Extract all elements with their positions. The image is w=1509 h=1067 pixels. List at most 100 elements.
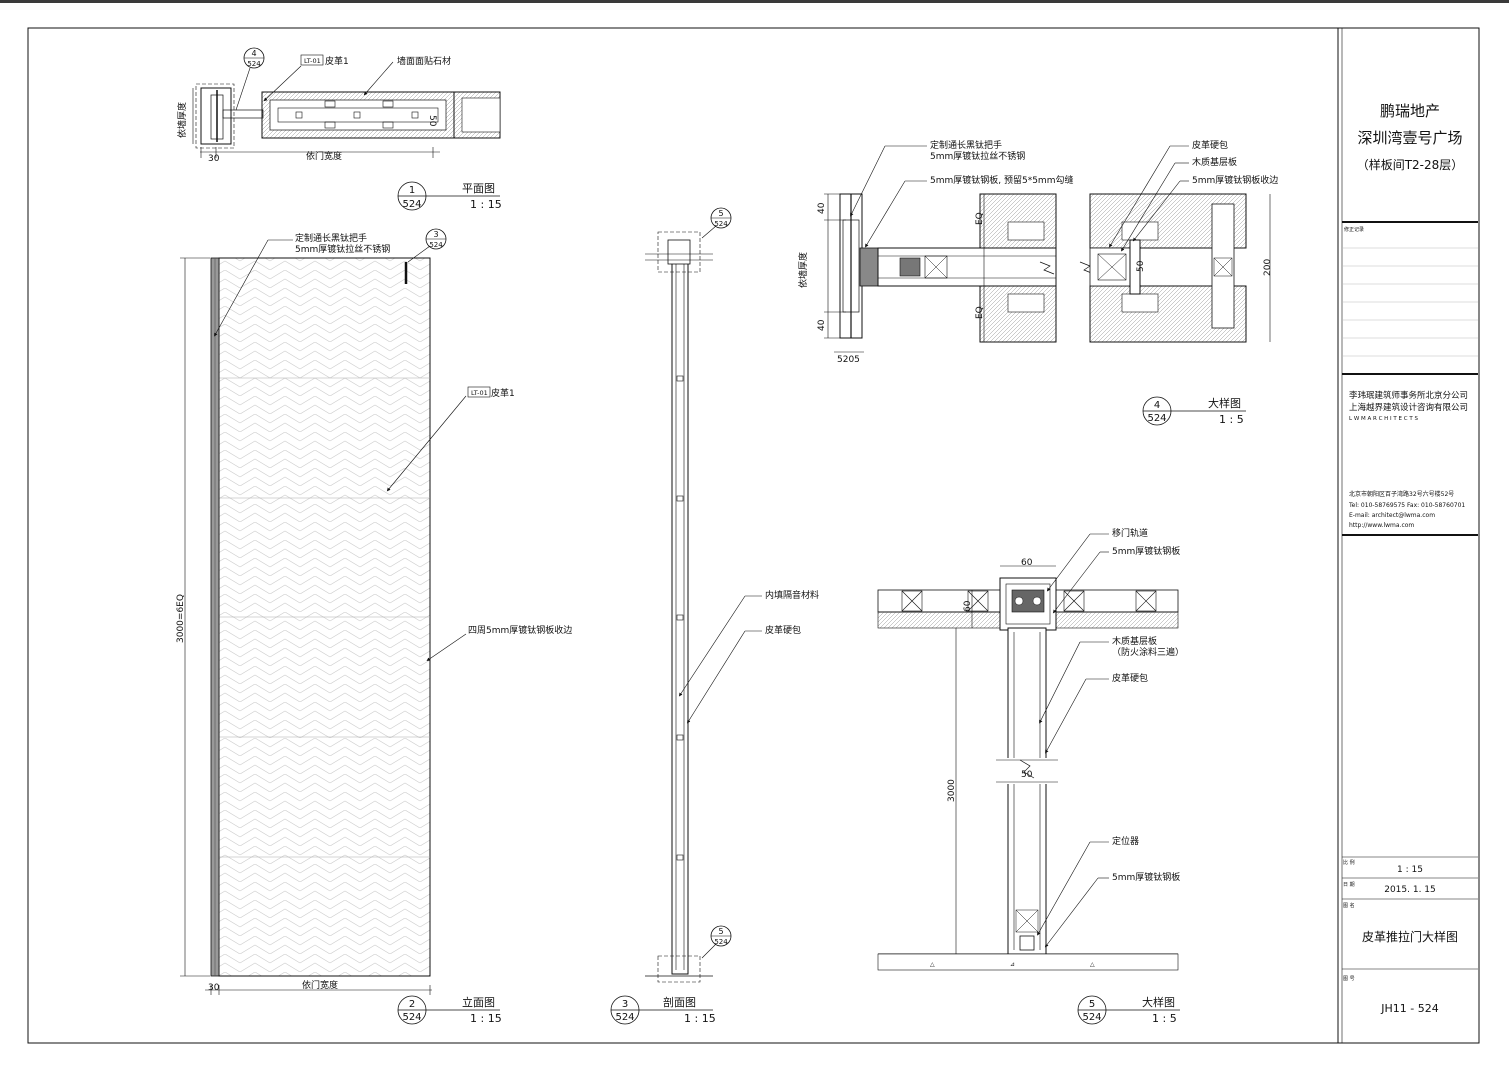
section-leather-label: 皮革硬包 xyxy=(765,624,801,636)
elevation-edge-label: 四周5mm厚镀钛钢板收边 xyxy=(468,624,572,636)
detail5-dim-3000: 3000 xyxy=(947,779,957,802)
section-insulation-label: 内填隔音材料 xyxy=(765,589,819,601)
title-block: 鹏瑞地产 深圳湾壹号广场 （样板间T2-28层） 修正记录 李玮珉建筑师事务所北… xyxy=(1342,102,1478,1015)
svg-text:4: 4 xyxy=(251,49,256,58)
detail5-fire-label: （防火涂料三遍） xyxy=(1112,646,1184,658)
elevation-leather-label: 皮革1 xyxy=(491,387,515,399)
callout-3-elevation: 3 524 xyxy=(407,228,447,263)
detail5-floor xyxy=(877,953,1179,971)
plan-stone-label: 墙面面贴石材 xyxy=(397,55,451,67)
detail4-leather-label: 皮革硬包 xyxy=(1192,139,1228,151)
plan-door-width: 依门宽度 xyxy=(306,150,342,162)
detail5-dim-60: 60 xyxy=(1021,558,1033,568)
detail5-wood-label: 木质基层板 xyxy=(1112,635,1157,647)
architect-web: http://www.lwma.com xyxy=(1349,522,1414,529)
drawing-name: 皮革推拉门大样图 xyxy=(1362,929,1458,944)
plan-dim-50: 50 xyxy=(427,115,437,127)
view-2-title: 立面图 xyxy=(462,995,495,1009)
scale-label: 比 例 xyxy=(1343,859,1355,866)
plan-dim-30: 30 xyxy=(208,154,220,164)
elevation-door-width: 依门宽度 xyxy=(302,979,338,991)
architect-line3: L W M A R C H I T E C T S xyxy=(1349,416,1418,422)
drawing-no-label: 图 号 xyxy=(1343,976,1355,982)
view-title-1: 1 524 平面图 1 : 15 xyxy=(397,181,502,211)
plan-handle xyxy=(200,87,232,145)
architect-line2: 上海越界建筑设计咨询有限公司 xyxy=(1349,402,1468,413)
plan-tag-text: LT-01 xyxy=(304,57,321,65)
detail4-edge-label: 5mm厚镀钛钢板收边 xyxy=(1192,174,1278,186)
detail5-dim-50: 50 xyxy=(1021,770,1033,780)
svg-text:5: 5 xyxy=(718,209,723,218)
detail4-plate-label: 5mm厚镀钛钢板, 预留5*5mm勾缝 xyxy=(930,174,1073,186)
plan-tag xyxy=(300,54,324,66)
svg-text:524: 524 xyxy=(615,1012,634,1023)
elevation-view: 3000=6EQ 30 依门宽度 定制通长黑钛把手 5mm厚镀钛拉丝不锈钢 3 … xyxy=(176,228,572,1025)
view-5-title: 大样图 xyxy=(1142,995,1175,1009)
architect-tel: Tel: 010-58769575 Fax: 010-58760701 xyxy=(1348,502,1465,509)
view-1-title: 平面图 xyxy=(462,182,495,195)
date-label: 日 期 xyxy=(1343,882,1355,888)
view-1-scale: 1 : 15 xyxy=(470,198,502,211)
detail5-door-leaf xyxy=(1007,627,1047,955)
architect-email: E-mail: architect@lwma.com xyxy=(1349,512,1435,519)
callout-5-section-bottom: 5 524 xyxy=(701,925,732,959)
svg-text:1: 1 xyxy=(409,185,415,196)
detail-4-view: 200 50 40 40 依墙厚度 EQ EQ 5205 定制通长黑钛把手 5m… xyxy=(797,139,1278,426)
scale-value: 1 : 15 xyxy=(1397,865,1423,875)
detail4-wall-thickness: 依墙厚度 xyxy=(797,252,809,288)
svg-text:524: 524 xyxy=(714,220,728,228)
detail4-dim-200: 200 xyxy=(1263,259,1273,276)
drawing-name-label: 图 名 xyxy=(1343,902,1355,909)
elevation-tag-text: LT-01 xyxy=(471,389,488,397)
detail5-plate-label: 5mm厚镀钛钢板 xyxy=(1112,545,1180,557)
callout-5-section-top: 5 524 xyxy=(701,207,732,239)
project-client: 鹏瑞地产 xyxy=(1380,102,1440,120)
architect-line1: 李玮珉建筑师事务所北京分公司 xyxy=(1349,390,1468,401)
svg-text:524: 524 xyxy=(1082,1012,1101,1023)
detail4-dim-5205: 5205 xyxy=(837,355,860,365)
elevation-height-dim: 3000=6EQ xyxy=(176,594,186,643)
detail4-wood-label: 木质基层板 xyxy=(1192,156,1237,168)
svg-text:3: 3 xyxy=(433,230,438,239)
elevation-tag xyxy=(467,386,491,398)
detail4-handle-label-2: 5mm厚镀钛拉丝不锈钢 xyxy=(930,150,1025,162)
svg-text:2: 2 xyxy=(409,999,415,1010)
section-door-body xyxy=(671,245,689,975)
view-5-scale: 1 : 5 xyxy=(1152,1012,1177,1025)
view-title-5: 5 524 大样图 1 : 5 xyxy=(1077,995,1180,1025)
svg-text:3: 3 xyxy=(622,999,628,1010)
svg-text:524: 524 xyxy=(714,938,728,946)
detail-5-view: △⊿△ 60 60 3000 50 移门轨道 5mm厚镀钛钢板 木质基层板 （防… xyxy=(877,527,1184,1025)
project-subtitle: （样板间T2-28层） xyxy=(1357,157,1464,172)
project-name: 深圳湾壹号广场 xyxy=(1357,129,1462,147)
detail4-eq-bottom: EQ xyxy=(975,306,985,319)
view-title-3: 3 524 剖面图 1 : 15 xyxy=(610,995,716,1025)
svg-text:524: 524 xyxy=(402,199,421,210)
svg-text:⊿: ⊿ xyxy=(1010,961,1015,968)
date-value: 2015. 1. 15 xyxy=(1384,885,1436,895)
svg-text:5: 5 xyxy=(1089,999,1095,1010)
elevation-handle-label-1: 定制通长黑钛把手 xyxy=(295,232,367,244)
drawing-number: JH11 - 524 xyxy=(1380,1002,1438,1015)
plan-leather-label: 皮革1 xyxy=(325,55,349,67)
view-2-scale: 1 : 15 xyxy=(470,1012,502,1025)
view-4-title: 大样图 xyxy=(1208,396,1241,410)
svg-text:524: 524 xyxy=(429,241,443,249)
detail4-handle-label-1: 定制通长黑钛把手 xyxy=(930,139,1002,151)
detail5-leather-label: 皮革硬包 xyxy=(1112,672,1148,684)
svg-text:524: 524 xyxy=(402,1012,421,1023)
detail5-plate2-label: 5mm厚镀钛钢板 xyxy=(1112,871,1180,883)
section-view: 5 524 5 524 内填隔音材料 皮革硬包 3 524 剖面图 1 : 15 xyxy=(610,207,819,1025)
svg-text:4: 4 xyxy=(1154,400,1160,411)
detail4-dim-50: 50 xyxy=(1136,260,1146,272)
sheet-frame xyxy=(27,27,1480,1044)
viewer-top-bar xyxy=(0,0,1509,3)
elevation-dim-30: 30 xyxy=(208,983,220,993)
svg-text:△: △ xyxy=(930,961,935,968)
elevation-handle-label-2: 5mm厚镀钛拉丝不锈钢 xyxy=(295,243,390,255)
detail5-track-label: 移门轨道 xyxy=(1112,527,1148,539)
detail5-locator-label: 定位器 xyxy=(1112,835,1139,847)
revision-label: 修正记录 xyxy=(1344,226,1364,233)
view-title-4: 4 524 大样图 1 : 5 xyxy=(1142,396,1246,426)
